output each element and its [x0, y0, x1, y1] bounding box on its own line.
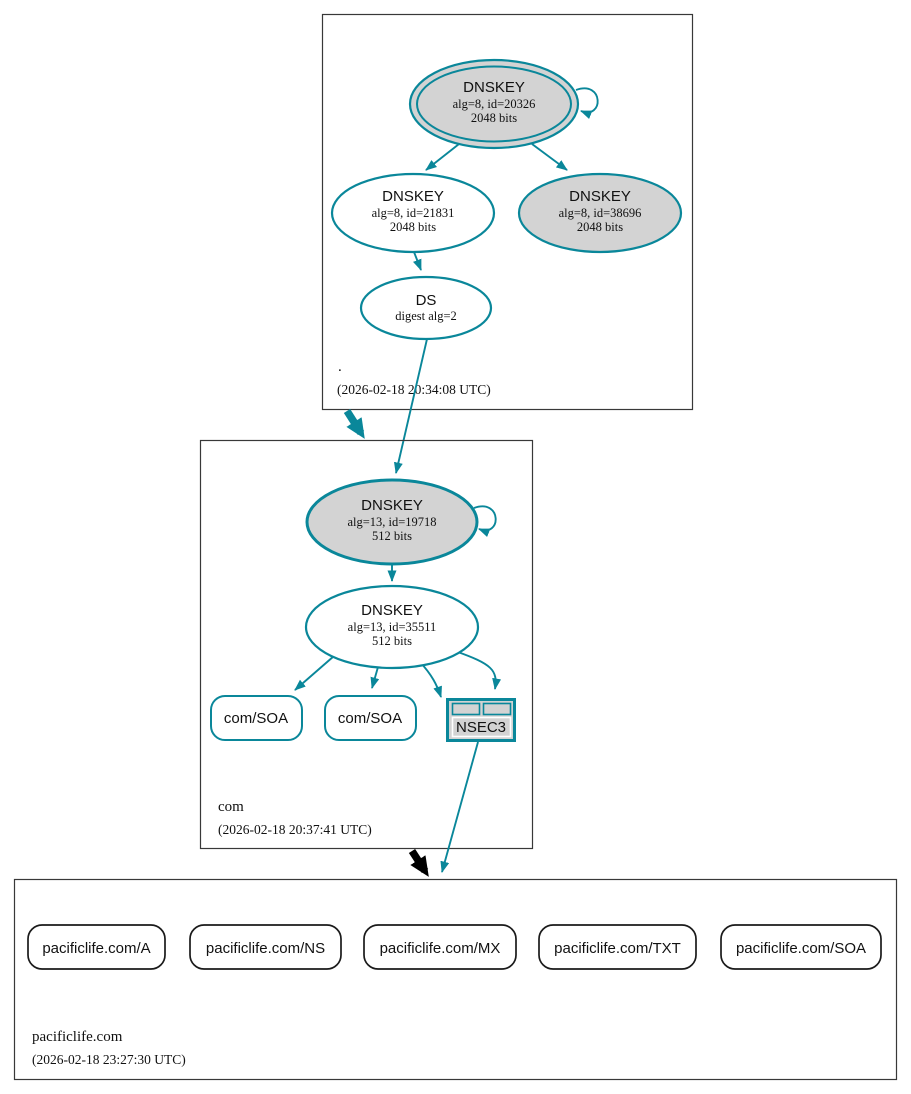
node-com-ksk-size: 512 bits: [372, 529, 412, 543]
node-pacificlife-rrset-txt-label: pacificlife.com/TXT: [554, 940, 681, 957]
edge-root-ksk-selfloop: [575, 87, 599, 120]
node-pacificlife-rrset-mx-box: [363, 924, 517, 970]
node-root-zsk-dnskey: DNSKEY alg=8, id=21831 2048 bits: [330, 172, 496, 254]
node-root-zsk-size: 2048 bits: [390, 220, 436, 234]
node-com-ksk-dnskey: DNSKEY alg=13, id=19718 512 bits: [305, 478, 479, 566]
node-pacificlife-rrset-a-label: pacificlife.com/A: [42, 940, 150, 957]
node-pacificlife-rrset-mx: pacificlife.com/MX: [363, 924, 517, 970]
edge-root-ds-to-com-ksk: [393, 338, 428, 474]
node-com-zsk-size: 512 bits: [372, 634, 412, 648]
node-com-zsk-title: DNSKEY: [361, 602, 423, 619]
node-com-ksk-detail: alg=13, id=19718: [347, 515, 436, 529]
edge-root-ksk-to-key3: [531, 143, 568, 171]
node-com-soa-2: com/SOA: [324, 695, 417, 741]
edge-root-ksk-to-zsk: [425, 143, 460, 171]
node-com-zsk-ellipse: [304, 584, 480, 670]
node-com-nsec3: NSEC3: [446, 698, 516, 742]
node-pacificlife-rrset-txt: pacificlife.com/TXT: [538, 924, 697, 970]
node-pacificlife-rrset-soa-box: [720, 924, 882, 970]
node-com-ksk-title: DNSKEY: [361, 497, 423, 514]
edge-com-zsk-to-soa2: [370, 666, 380, 689]
edge-com-delegation-to-pacificlife: [408, 848, 429, 877]
node-root-key3-detail: alg=8, id=38696: [559, 206, 642, 220]
node-pacificlife-rrset-txt-box: [538, 924, 697, 970]
node-com-soa-1-label: com/SOA: [224, 710, 288, 727]
node-root-ds: DS digest alg=2: [359, 275, 493, 341]
node-pacificlife-rrset-ns-label: pacificlife.com/NS: [206, 940, 325, 957]
node-com-nsec3-label-cell: [451, 716, 512, 738]
zone-pacificlife-name: pacificlife.com: [32, 1029, 123, 1045]
node-root-ds-title: DS: [416, 292, 437, 309]
zone-pacificlife: pacificlife.com/A pacificlife.com/NS pac…: [13, 878, 898, 1081]
node-pacificlife-rrset-mx-label: pacificlife.com/MX: [380, 940, 501, 957]
edge-com-zsk-to-nsec3-a: [419, 661, 442, 698]
node-root-key3-size: 2048 bits: [577, 220, 623, 234]
zone-com: DNSKEY alg=13, id=19718 512 bits DNSKEY …: [199, 439, 534, 850]
zone-root-timestamp: (2026-02-18 20:34:08 UTC): [337, 382, 491, 397]
edge-root-delegation-to-com: [343, 408, 365, 439]
node-com-soa-2-box: [324, 695, 417, 741]
node-root-ksk-size: 2048 bits: [471, 111, 517, 125]
zone-com-timestamp: (2026-02-18 20:37:41 UTC): [218, 822, 372, 837]
zone-pacificlife-timestamp: (2026-02-18 23:27:30 UTC): [32, 1052, 186, 1067]
node-pacificlife-rrset-a-box: [27, 924, 166, 970]
node-pacificlife-rrset-soa: pacificlife.com/SOA: [720, 924, 882, 970]
node-root-zsk-detail: alg=8, id=21831: [372, 206, 455, 220]
edge-root-zsk-to-ds: [413, 251, 422, 271]
node-root-zsk-ellipse: [330, 172, 496, 254]
node-com-soa-1: com/SOA: [210, 695, 303, 741]
zone-root-name: .: [338, 359, 342, 375]
node-com-zsk-dnskey: DNSKEY alg=13, id=35511 512 bits: [304, 584, 480, 670]
node-root-ksk-dnskey: DNSKEY alg=8, id=20326 2048 bits: [408, 58, 580, 150]
node-root-key3-ellipse: [517, 172, 683, 254]
node-com-nsec3-cell-2: [482, 702, 512, 716]
node-root-key3-dnskey: DNSKEY alg=8, id=38696 2048 bits: [517, 172, 683, 254]
node-root-ksk-inner-ellipse: [416, 65, 572, 143]
node-root-key3-title: DNSKEY: [569, 188, 631, 205]
edge-com-zsk-to-soa1: [294, 655, 335, 691]
node-pacificlife-rrset-soa-label: pacificlife.com/SOA: [736, 940, 866, 957]
zone-root-border: [321, 13, 694, 411]
edge-com-nsec3-to-pacificlife: [440, 741, 479, 873]
edge-com-ksk-selfloop: [473, 505, 497, 538]
node-root-ds-ellipse: [359, 275, 493, 341]
node-com-soa-2-label: com/SOA: [338, 710, 402, 727]
node-pacificlife-rrset-ns-box: [189, 924, 342, 970]
node-com-soa-1-box: [210, 695, 303, 741]
zone-pacificlife-border: [13, 878, 898, 1081]
edge-com-zsk-to-nsec3-b: [454, 650, 502, 690]
node-com-nsec3-label: NSEC3: [456, 719, 506, 736]
node-com-zsk-detail: alg=13, id=35511: [348, 620, 437, 634]
node-root-ksk-title: DNSKEY: [463, 79, 525, 96]
node-root-ksk-detail: alg=8, id=20326: [453, 97, 536, 111]
node-root-ds-detail: digest alg=2: [395, 309, 457, 323]
node-com-nsec3-cell-1: [451, 702, 481, 716]
node-pacificlife-rrset-a: pacificlife.com/A: [27, 924, 166, 970]
zone-com-border: [199, 439, 534, 850]
zone-com-name: com: [218, 799, 244, 815]
node-pacificlife-rrset-ns: pacificlife.com/NS: [189, 924, 342, 970]
zone-root: DNSKEY alg=8, id=20326 2048 bits DNSKEY …: [321, 13, 694, 411]
node-root-zsk-title: DNSKEY: [382, 188, 444, 205]
node-com-ksk-ellipse: [305, 478, 479, 566]
node-root-ksk-outer-ellipse: [408, 58, 580, 150]
